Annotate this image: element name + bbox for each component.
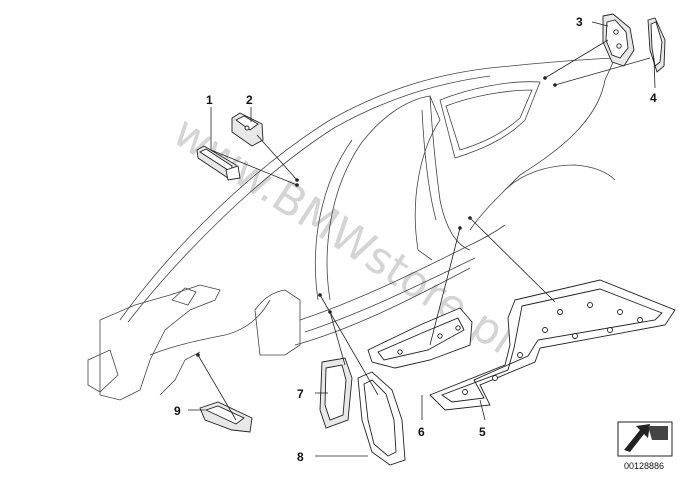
callout-3: 3 [576, 15, 583, 29]
leader-lines [188, 21, 656, 457]
callout-9: 9 [174, 404, 181, 418]
part-3-plate [602, 13, 635, 67]
callout-7: 7 [297, 387, 304, 401]
part-5-underbody-panel [429, 279, 676, 411]
callout-4: 4 [650, 91, 657, 105]
callout-8: 8 [297, 450, 304, 464]
part-6-side-bracket [367, 307, 473, 369]
callout-1: 1 [206, 93, 213, 107]
body-side-frame [87, 57, 616, 401]
part-1-bracket [196, 145, 241, 181]
part-9-bracket [199, 401, 253, 433]
callout-2: 2 [246, 93, 253, 107]
callout-6: 6 [418, 425, 425, 439]
arrow-box-icon [617, 421, 673, 457]
document-number: 00128886 [624, 461, 664, 471]
callout-5: 5 [479, 425, 486, 439]
part-8-shield [357, 371, 406, 466]
part-4-strip [647, 17, 666, 73]
part-7-plate [319, 357, 353, 429]
part-2-bracket [231, 112, 264, 147]
